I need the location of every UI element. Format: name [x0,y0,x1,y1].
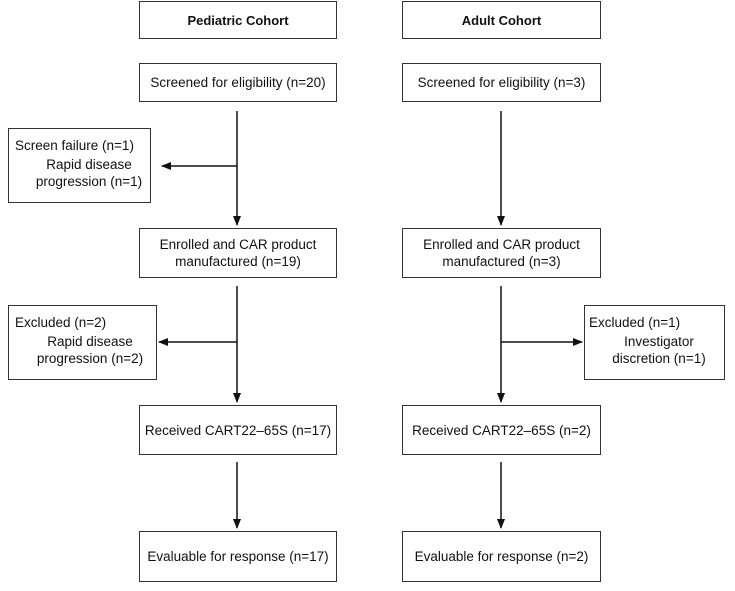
adult-enrolled-box: Enrolled and CAR product manufactured (n… [402,228,601,278]
pediatric-received-box: Received CART22–65S (n=17) [139,405,337,455]
adult-excluded-title: Excluded (n=1) [589,315,681,330]
adult-screened-box: Screened for eligibility (n=3) [402,63,601,102]
adult-cohort-header: Adult Cohort [402,1,601,39]
pediatric-cohort-header: Pediatric Cohort [139,1,337,39]
adult-received-box: Received CART22–65S (n=2) [402,405,601,455]
pediatric-screen-failure-title: Screen failure (n=1) [15,138,134,153]
pediatric-screen-failure-detail: Rapid disease progression (n=1) [35,157,143,189]
pediatric-excluded-title: Excluded (n=2) [15,315,107,330]
pediatric-excluded-detail: Rapid disease progression (n=2) [36,334,144,366]
pediatric-screen-failure-box: Screen failure (n=1) Rapid disease progr… [8,128,151,203]
adult-excluded-detail: Investigator discretion (n=1) [612,334,706,366]
adult-evaluable-label: Evaluable for response (n=2) [414,549,589,564]
pediatric-screened-box: Screened for eligibility (n=20) [139,63,337,102]
adult-screened-label: Screened for eligibility (n=3) [417,75,586,90]
adult-received-label: Received CART22–65S (n=2) [412,422,591,438]
adult-enrolled-label: Enrolled and CAR product manufactured (n… [423,237,580,269]
adult-cohort-header-label: Adult Cohort [461,12,542,28]
adult-evaluable-box: Evaluable for response (n=2) [402,531,601,582]
pediatric-cohort-header-label: Pediatric Cohort [187,12,289,28]
pediatric-enrolled-label: Enrolled and CAR product manufactured (n… [159,237,317,269]
pediatric-enrolled-box: Enrolled and CAR product manufactured (n… [139,228,337,278]
pediatric-evaluable-box: Evaluable for response (n=17) [139,531,337,582]
pediatric-screened-label: Screened for eligibility (n=20) [150,75,326,90]
pediatric-received-label: Received CART22–65S (n=17) [144,422,332,438]
pediatric-evaluable-label: Evaluable for response (n=17) [147,549,329,564]
pediatric-excluded-box: Excluded (n=2) Rapid disease progression… [8,305,157,380]
adult-excluded-box: Excluded (n=1) Investigator discretion (… [584,305,725,380]
